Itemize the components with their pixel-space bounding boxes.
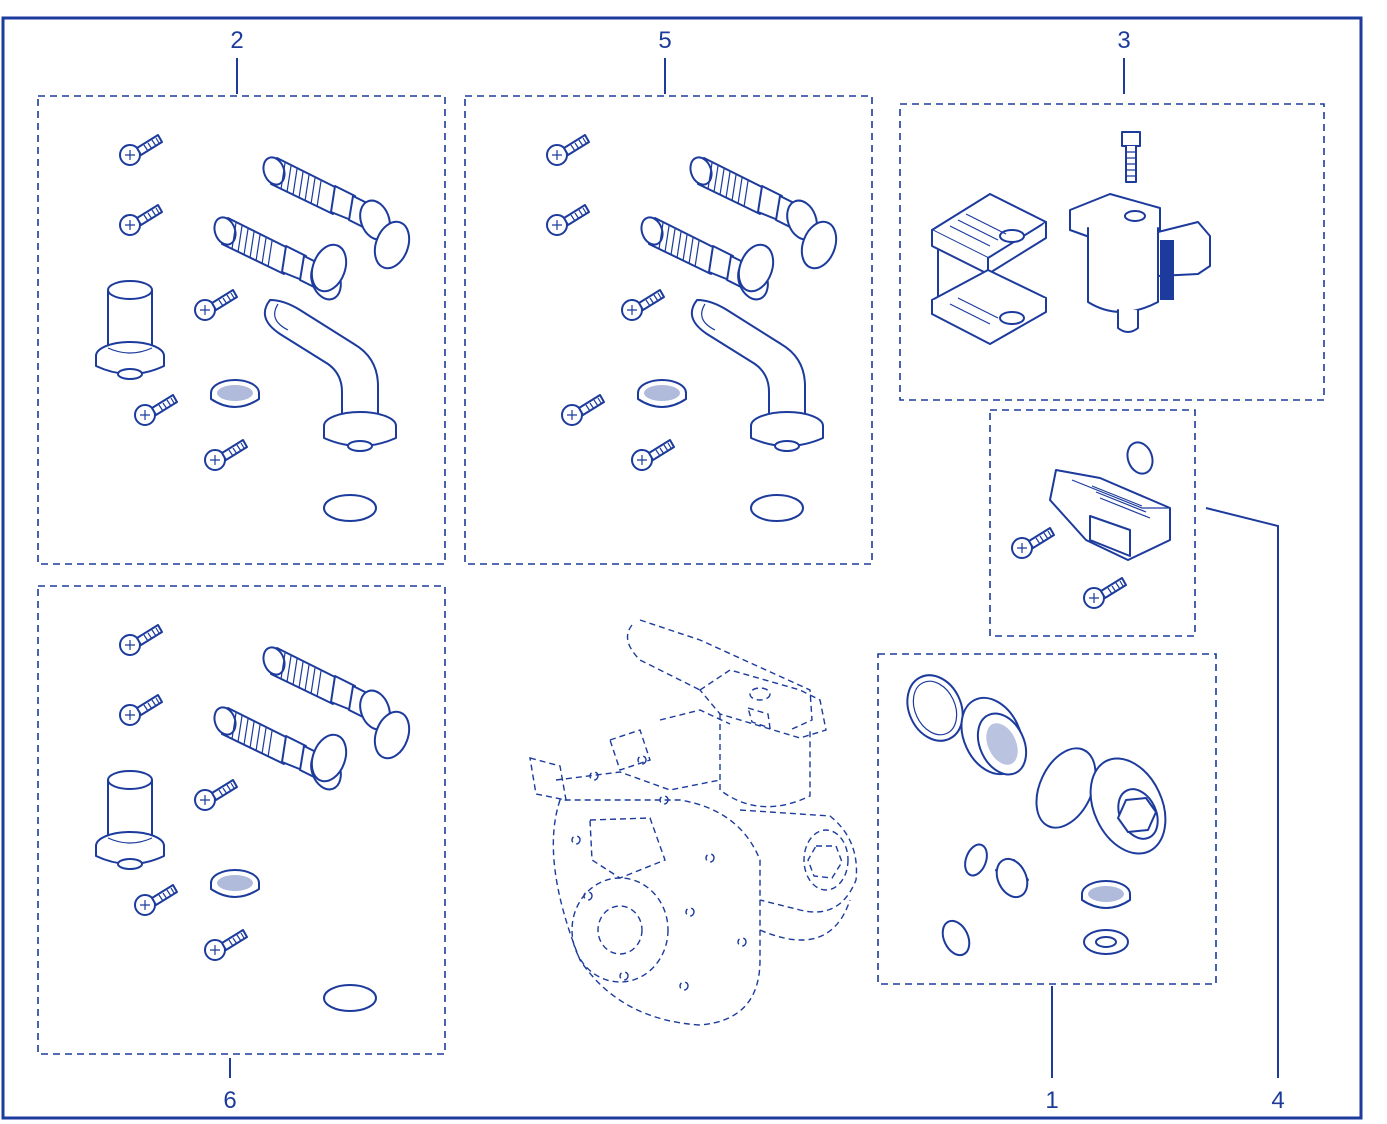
kit-4-box <box>989 409 1196 637</box>
pump-assembly <box>529 619 858 1026</box>
callout-2: 2 <box>230 27 243 54</box>
kit-1-box <box>877 653 1217 985</box>
callout-4: 4 <box>1271 1087 1284 1114</box>
callout-5: 5 <box>658 27 671 54</box>
kit-3-group: 3 <box>899 27 1325 401</box>
leader-4 <box>1205 507 1279 1078</box>
kit-2-box <box>37 95 446 565</box>
kit-5-box <box>464 95 873 565</box>
mounting-bracket <box>931 193 1047 345</box>
kit-1-group: 1 <box>877 653 1217 1114</box>
kit-6-box <box>37 585 446 1055</box>
kit-4-group: 4 <box>989 409 1285 1114</box>
outer-frame <box>1 16 1363 1120</box>
kit-6-group: 6 <box>37 585 446 1114</box>
callout-1: 1 <box>1045 1087 1058 1114</box>
kit-5-group: 5 <box>464 27 873 565</box>
kit-2-group: 2 <box>37 27 446 565</box>
solenoid-valve <box>1069 131 1211 333</box>
callout-6: 6 <box>223 1087 236 1114</box>
callout-3: 3 <box>1117 27 1130 54</box>
